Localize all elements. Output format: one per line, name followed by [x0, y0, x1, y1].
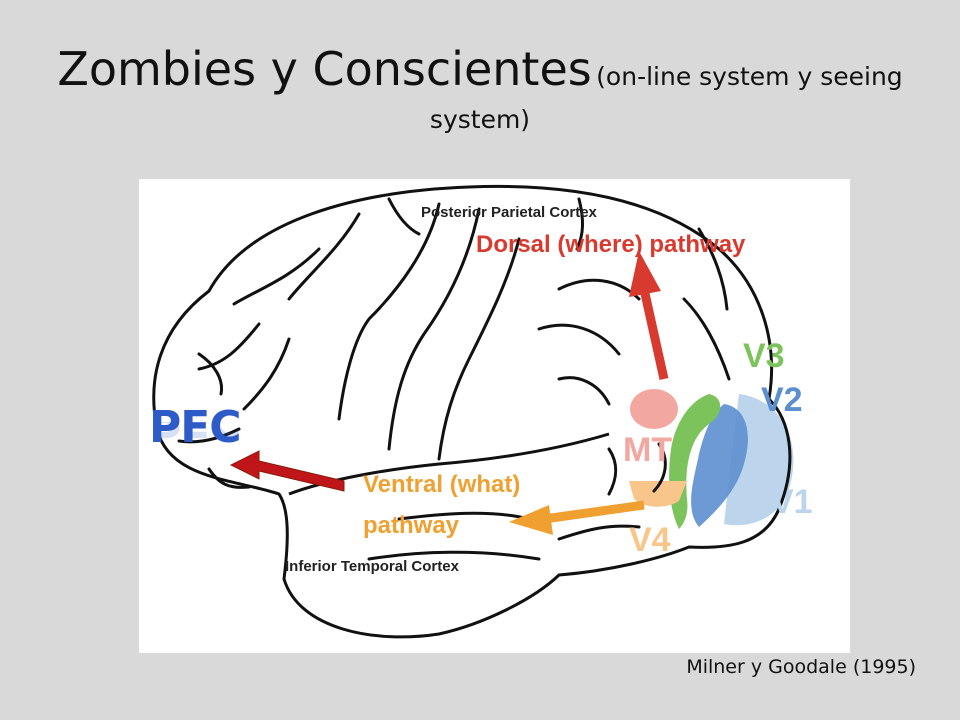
label-v3: V3: [743, 337, 785, 375]
brain-outline: [152, 184, 792, 639]
label-dorsal: Dorsal (where) pathway: [476, 231, 746, 258]
citation: Milner y Goodale (1995): [686, 656, 916, 678]
pfc-arrow: [229, 450, 345, 492]
dorsal-arrow: [629, 251, 669, 380]
label-v1: V1: [771, 483, 813, 521]
v2-region: [691, 404, 748, 527]
pfc-label: PFC: [149, 402, 242, 453]
mt-region: [630, 389, 678, 429]
label-ventral-2: pathway: [363, 512, 460, 539]
slide-title: Zombies y Conscientes (on-line system y …: [40, 38, 920, 140]
label-ventral-1: Ventral (what): [363, 471, 520, 498]
label-v4: V4: [629, 521, 671, 559]
label-mt: MT: [623, 431, 672, 469]
pfc-label-reflection: PFC: [149, 422, 241, 446]
label-posterior-parietal: Posterior Parietal Cortex: [421, 204, 598, 221]
brain-svg: Posterior Parietal Cortex Dorsal (where)…: [152, 184, 813, 639]
label-inferior-temporal: Inferior Temporal Cortex: [285, 558, 460, 575]
title-sub-line1: (on-line system y seeing: [596, 62, 903, 91]
v4-region: [629, 481, 687, 507]
sulci: [177, 197, 731, 561]
ventral-arrow: [509, 500, 645, 535]
brain-diagram: Posterior Parietal Cortex Dorsal (where)…: [139, 179, 850, 653]
title-sub-line2: system): [429, 105, 531, 134]
label-v2: V2: [761, 381, 803, 419]
v3-region: [669, 394, 721, 529]
title-main: Zombies y Conscientes: [57, 42, 592, 96]
